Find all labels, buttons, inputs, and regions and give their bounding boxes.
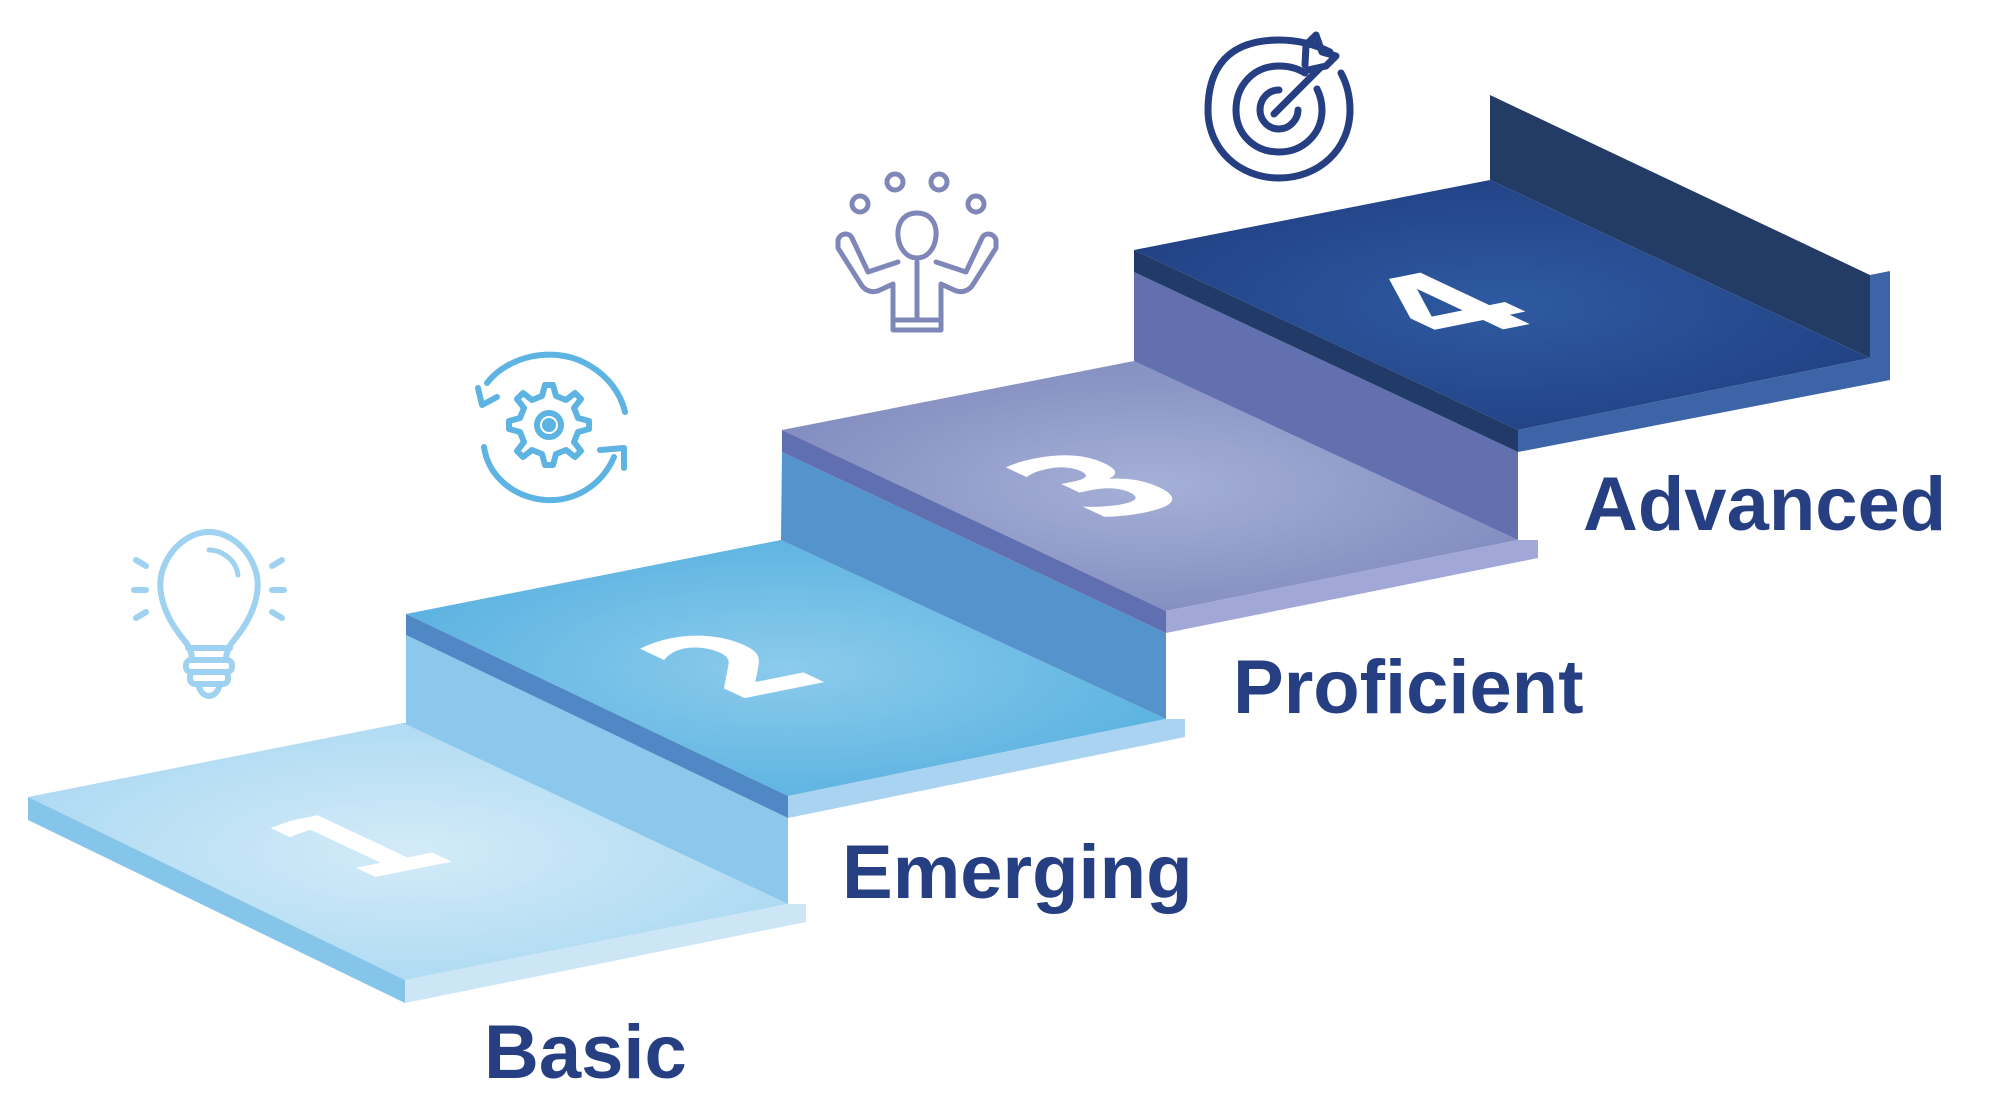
gear-cycle-icon: [475, 351, 628, 504]
step-2-top: [406, 540, 1166, 796]
step-4: [1134, 95, 1890, 540]
step-2-left-edge: [406, 614, 788, 818]
step-4-label: Advanced: [1583, 462, 1946, 547]
step-1-right-edge: [405, 904, 806, 1003]
step-3-riser: [781, 452, 1166, 719]
step-2-right-edge: [788, 719, 1185, 818]
person-ideas-icon: [835, 171, 999, 333]
step-2-label: Emerging: [842, 830, 1193, 915]
lightbulb-icon: [131, 529, 287, 699]
step-1-top: [28, 723, 788, 980]
target-arrow-icon: [1204, 31, 1354, 182]
step-3-right-edge: [1166, 540, 1538, 633]
step-4-right-edge: [1518, 271, 1890, 452]
step-3-left-edge: [782, 430, 1166, 633]
step-4-left-edge: [1134, 250, 1518, 452]
step-1-label: Basic: [484, 1010, 687, 1095]
step-3-label: Proficient: [1233, 645, 1584, 730]
step-3: [781, 361, 1538, 719]
step-1: [28, 723, 806, 1003]
step-4-back-wall: [1490, 95, 1870, 358]
step-1-left-edge: [28, 797, 405, 1003]
step-2-riser: [403, 635, 788, 904]
step-4-riser: [1134, 272, 1518, 540]
step-4-top: [1134, 180, 1870, 430]
step-3-top: [782, 361, 1518, 611]
step-2: [403, 540, 1185, 904]
